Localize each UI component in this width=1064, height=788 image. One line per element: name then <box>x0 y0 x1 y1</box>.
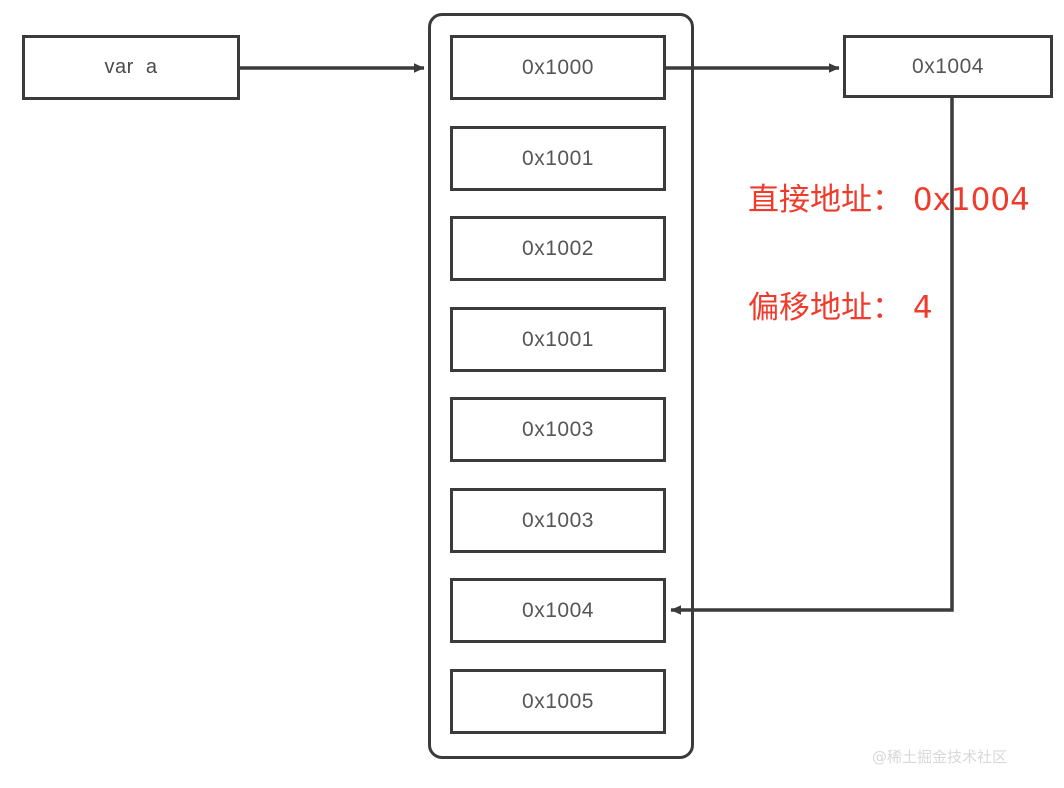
memory-cell: 0x1003 <box>450 488 666 553</box>
variable-box: var a <box>22 35 240 100</box>
memory-cell: 0x1001 <box>450 307 666 372</box>
variable-label: var a <box>104 56 158 78</box>
watermark: @稀土掘金技术社区 <box>872 748 1008 766</box>
memory-cell: 0x1005 <box>450 669 666 734</box>
offset-address-text: 偏移地址： 4 <box>748 290 933 326</box>
memory-cell: 0x1002 <box>450 216 666 281</box>
memory-cell: 0x1003 <box>450 397 666 462</box>
memory-cell-label: 0x1001 <box>522 146 594 170</box>
target-address-box: 0x1004 <box>843 35 1053 98</box>
memory-cell-label: 0x1001 <box>522 327 594 351</box>
memory-cell-label: 0x1002 <box>522 236 594 260</box>
memory-cell-label: 0x1000 <box>522 55 594 79</box>
target-address-label: 0x1004 <box>912 54 984 78</box>
memory-cell: 0x1000 <box>450 35 666 100</box>
memory-cell-label: 0x1003 <box>522 508 594 532</box>
memory-cell: 0x1001 <box>450 126 666 191</box>
address-annotation: 直接地址： 0x1004 偏移地址： 4 <box>748 110 1030 398</box>
memory-cell-label: 0x1005 <box>522 689 594 713</box>
memory-cell-label: 0x1003 <box>522 417 594 441</box>
memory-container <box>428 13 694 759</box>
memory-cell-label: 0x1004 <box>522 598 594 622</box>
direct-address-text: 直接地址： 0x1004 <box>748 182 1030 218</box>
memory-cell-highlighted: 0x1004 <box>450 578 666 643</box>
